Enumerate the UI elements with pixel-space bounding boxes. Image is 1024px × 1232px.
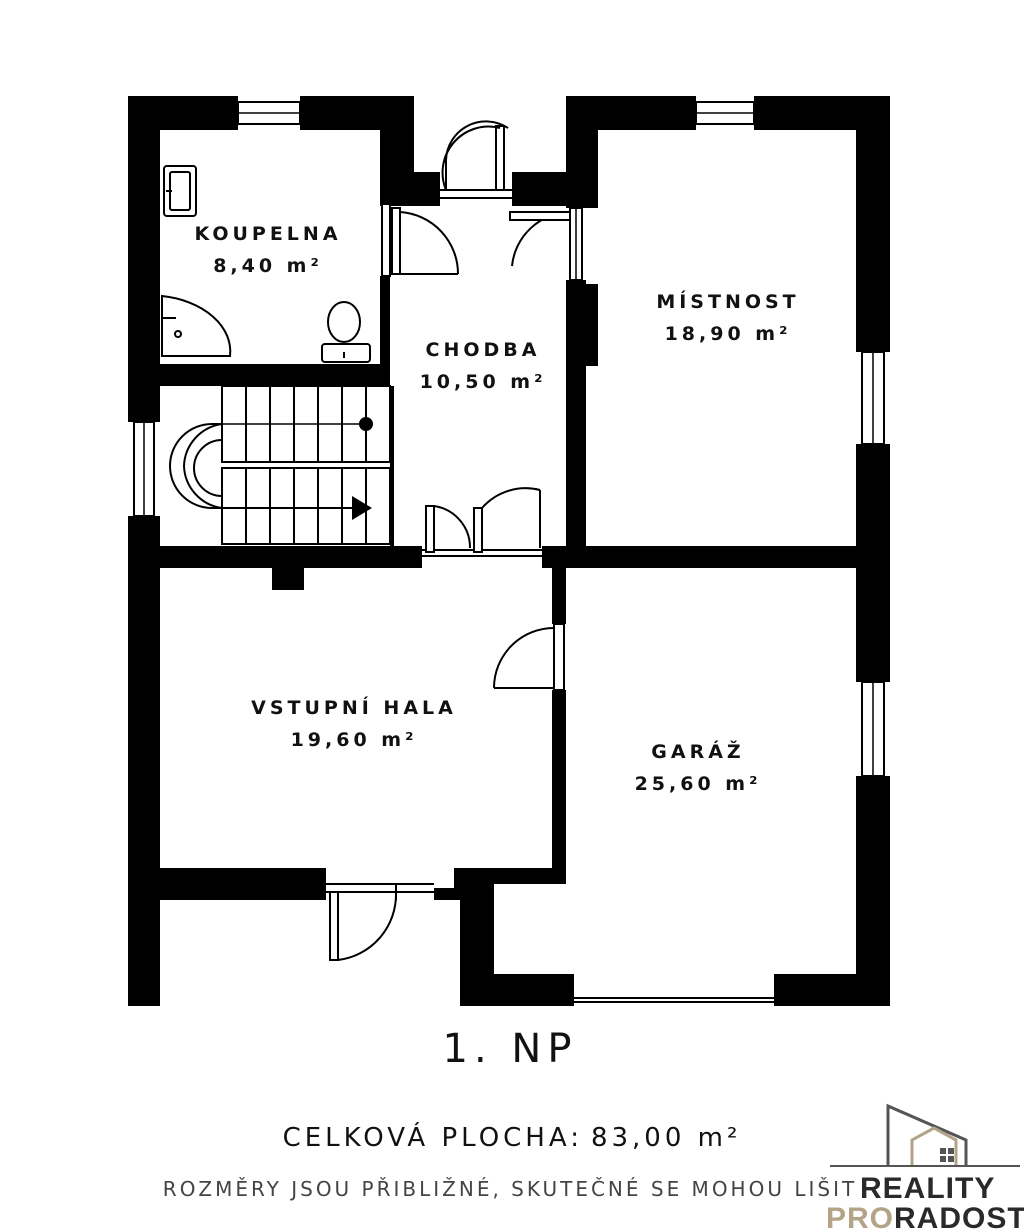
wall-right-c xyxy=(856,776,890,1006)
total-area-value: 83,00 m² xyxy=(591,1123,741,1153)
wall-bath-bottom xyxy=(160,364,390,386)
bathroom-fixtures xyxy=(161,165,371,363)
room-area-garaz: 25,60 m² xyxy=(635,773,762,795)
wall-left-lower xyxy=(128,516,160,1006)
doors xyxy=(326,120,774,1003)
wall-garage-bottom-right xyxy=(774,974,890,1006)
total-area: CELKOVÁ PLOCHA: 83,00 m² xyxy=(283,1121,742,1153)
wall-right-b xyxy=(856,444,890,682)
logo-text-radost: RADOST xyxy=(894,1202,1024,1232)
wall-entry-right xyxy=(512,172,572,206)
room-name-vstupni-hala: VSTUPNÍ HALA xyxy=(251,696,457,719)
logo-text-pro: PRO xyxy=(826,1202,894,1232)
toilet xyxy=(321,343,371,363)
wall-right-a xyxy=(856,96,890,352)
wall-left-upper xyxy=(128,96,160,422)
total-area-label: CELKOVÁ PLOCHA: xyxy=(283,1121,583,1153)
wall-top-left-a xyxy=(128,96,238,130)
house-logo-icon xyxy=(886,1103,968,1166)
room-area-chodba: 10,50 m² xyxy=(420,371,547,393)
wall-middle-left xyxy=(160,546,422,568)
wall-stairs-right xyxy=(390,386,394,546)
room-name-koupelna: KOUPELNA xyxy=(194,223,341,245)
company-logo: REALITY PRORADOST xyxy=(826,1103,1024,1232)
room-name-garaz: GARÁŽ xyxy=(651,740,744,763)
wall-mistnost-left-top xyxy=(566,96,598,208)
wall-column xyxy=(272,566,304,590)
room-area-koupelna: 8,40 m² xyxy=(213,255,323,277)
logo-text-line1: REALITY xyxy=(860,1172,995,1205)
floor-label: 1. NP xyxy=(443,1026,578,1072)
window-bath-inner xyxy=(381,203,391,277)
logo-text-line2: PRORADOST xyxy=(826,1202,1024,1232)
room-name-chodba: CHODBA xyxy=(426,339,541,361)
room-labels: KOUPELNA 8,40 m² CHODBA 10,50 m² MÍSTNOS… xyxy=(194,223,799,795)
wall-chodba-right xyxy=(566,280,586,548)
wall-bottom-mid xyxy=(434,888,454,900)
walls xyxy=(128,96,890,1006)
wall-middle-right xyxy=(542,546,856,568)
windows xyxy=(133,101,885,777)
shower xyxy=(161,294,232,357)
room-area-vstupni-hala: 19,60 m² xyxy=(291,729,418,751)
wall-garage-left-lower xyxy=(552,690,566,870)
room-name-mistnost: MÍSTNOST xyxy=(656,290,799,313)
wall-bottom-left xyxy=(150,868,326,900)
disclaimer-note: ROZMĚRY JSOU PŘIBLIŽNÉ, SKUTEČNÉ SE MOHO… xyxy=(163,1177,857,1201)
staircase xyxy=(169,385,391,545)
wall-chodba-right-panel xyxy=(586,284,598,366)
wall-garage-bottom-left xyxy=(460,974,574,1006)
room-area-mistnost: 18,90 m² xyxy=(665,323,792,345)
wall-bath-right xyxy=(380,276,390,378)
wall-entry-left xyxy=(380,172,440,206)
wall-garage-left-upper xyxy=(552,566,566,624)
